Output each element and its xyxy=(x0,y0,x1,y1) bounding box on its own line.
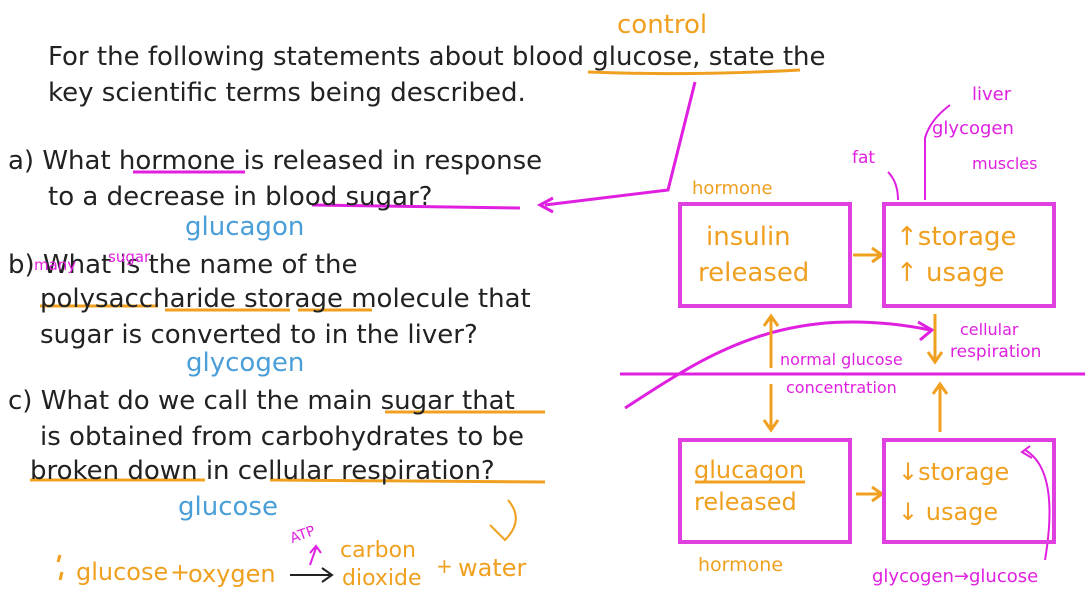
answer-b: glycogen xyxy=(186,348,305,378)
glycogen-label: glycogen xyxy=(932,118,1014,139)
arrow-liver-glycogen xyxy=(924,104,951,200)
storage-up-label: ↑storage xyxy=(896,222,1017,252)
question-a-line-1: a) What hormone is released in response xyxy=(8,146,543,176)
intro-line-1: For the following statements about blood… xyxy=(48,42,826,72)
arrow-insulin-storage xyxy=(853,246,885,264)
annotation-sugar: sugar xyxy=(108,248,151,266)
glucagon-label: glucagon xyxy=(694,456,805,484)
equation-oxygen: oxygen xyxy=(188,560,276,588)
question-b-line-2: polysaccharide storage molecule that xyxy=(40,284,531,314)
arrow-up-to-insulin xyxy=(762,313,780,368)
equation-dioxide: dioxide xyxy=(342,566,422,591)
arrow-glucagon-storage xyxy=(856,485,885,503)
glucagon-released-label: released xyxy=(694,488,797,516)
usage-down-label: ↓ usage xyxy=(898,498,999,526)
concentration-label: concentration xyxy=(786,378,897,397)
curly-arrow xyxy=(489,499,517,542)
equation-arrow xyxy=(290,567,334,583)
underline-polysaccharide-storage xyxy=(40,304,372,312)
question-a-line-2: to a decrease in blood sugar? xyxy=(48,182,433,212)
equation-plus-2: + xyxy=(436,554,453,578)
question-b-line-1: b) What is the name of the xyxy=(8,250,358,280)
underline-broken-cellular xyxy=(30,478,546,484)
glycogen-to-glucose-label: glycogen→glucose xyxy=(872,566,1039,587)
annotation-many: many xyxy=(34,256,77,274)
usage-up-label: ↑ usage xyxy=(896,258,1005,288)
muscles-label: muscles xyxy=(972,154,1038,173)
answer-c: glucose xyxy=(178,492,278,522)
hormone-top-label: hormone xyxy=(692,178,773,199)
equation-water: water xyxy=(458,554,527,582)
insulin-released-label: released xyxy=(698,258,810,288)
control-annotation: control xyxy=(617,10,708,40)
liver-label: liver xyxy=(972,84,1012,105)
hormone-bottom-label: hormone xyxy=(698,554,784,576)
question-c-line-3: broken down in cellular respiration? xyxy=(30,456,495,486)
equation-plus-1: + xyxy=(170,558,191,586)
arrow-down-normal xyxy=(926,314,944,365)
atp-arrow xyxy=(309,544,322,566)
insulin-label: insulin xyxy=(706,222,791,252)
equation-carbon: carbon xyxy=(340,538,416,563)
question-b-line-3: sugar is converted to in the liver? xyxy=(40,320,478,350)
underline-hormone-bloodsugar xyxy=(133,170,521,210)
cellular-label: cellular xyxy=(960,320,1019,339)
equation-glucose: glucose xyxy=(76,558,169,586)
arrow-fat xyxy=(887,171,899,201)
fat-label: fat xyxy=(852,148,876,168)
storage-down-box xyxy=(882,438,1056,544)
glucagon-box xyxy=(678,438,852,544)
intro-line-2: key scientific terms being described. xyxy=(48,78,526,108)
arrow-down-to-glucagon xyxy=(762,384,780,433)
answer-a: glucagon xyxy=(185,212,305,242)
insulin-box xyxy=(678,202,852,308)
normal-glucose-label: normal glucose xyxy=(780,350,903,369)
link-line-c xyxy=(624,320,931,410)
underline-blood-glucose xyxy=(587,68,801,76)
arrow-up-normal xyxy=(931,381,949,432)
storage-up-box xyxy=(882,202,1056,308)
question-c-line-2: is obtained from carbohydrates to be xyxy=(40,422,524,452)
storage-down-label: ↓storage xyxy=(898,458,1010,486)
link-line-a xyxy=(544,81,697,207)
question-c-line-1: c) What do we call the main sugar that xyxy=(8,386,515,416)
respiration-label: respiration xyxy=(950,342,1042,362)
